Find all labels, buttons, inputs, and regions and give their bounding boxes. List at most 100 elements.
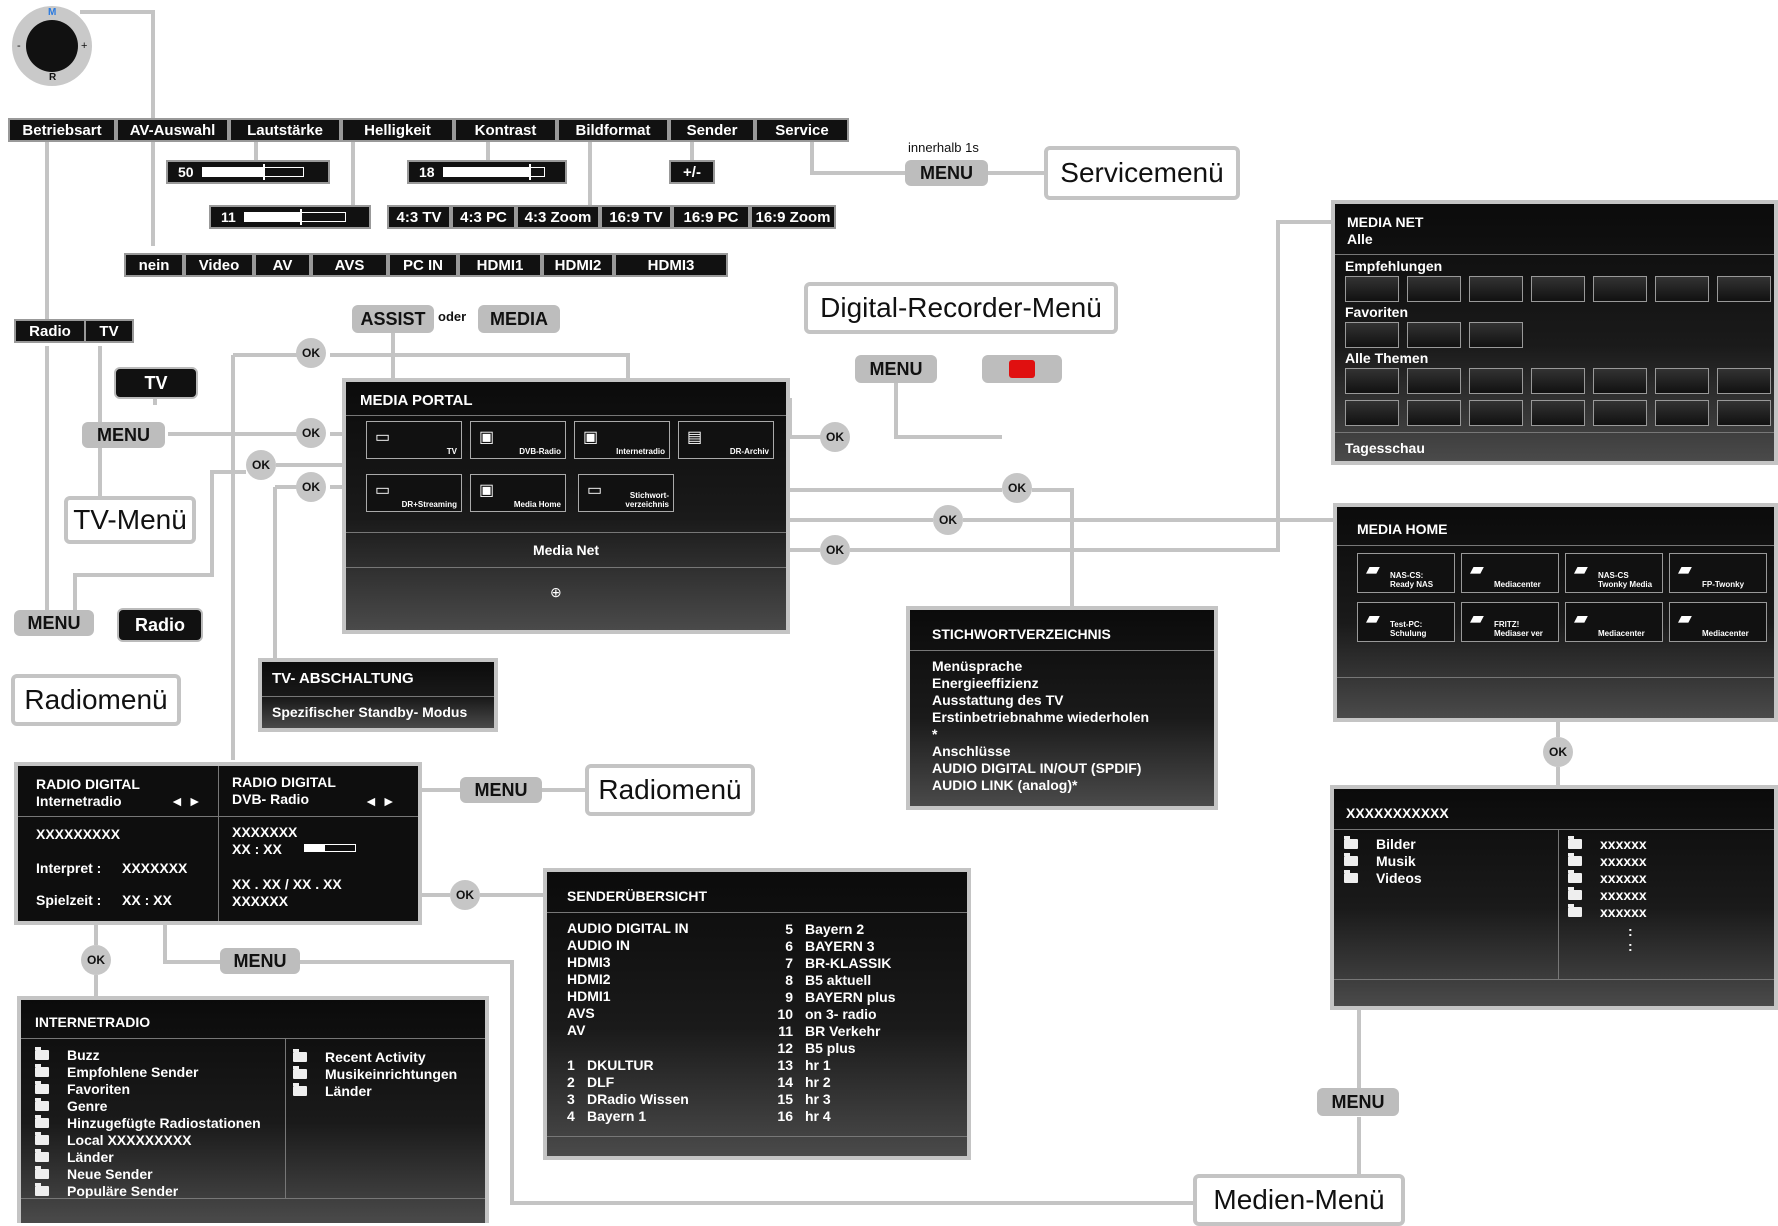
- sender-item[interactable]: HDMI3: [567, 954, 611, 970]
- media-button[interactable]: MEDIA: [478, 305, 560, 333]
- stichwort-item[interactable]: Energieeffizienz: [932, 675, 1039, 691]
- media-net-thumbnail[interactable]: [1345, 400, 1399, 426]
- media-net-thumbnail[interactable]: [1407, 276, 1461, 302]
- media-net-thumbnail[interactable]: [1407, 322, 1461, 348]
- stichwort-item[interactable]: Ausstattung des TV: [932, 692, 1064, 708]
- internetradio-item[interactable]: Hinzugefügte Radiostationen: [35, 1114, 261, 1131]
- func-betriebsart[interactable]: Betriebsart: [8, 118, 116, 142]
- media-list-item[interactable]: xxxxxx: [1568, 903, 1647, 920]
- media-net-thumbnail[interactable]: [1655, 276, 1709, 302]
- media-net-thumbnail[interactable]: [1717, 368, 1771, 394]
- media-net-thumbnail[interactable]: [1469, 400, 1523, 426]
- internetradio-item[interactable]: Recent Activity: [293, 1048, 457, 1065]
- av-avs[interactable]: AVS: [311, 253, 388, 277]
- media-list-item[interactable]: xxxxxx: [1568, 869, 1647, 886]
- sender-item[interactable]: AVS: [567, 1005, 595, 1021]
- av-av[interactable]: AV: [254, 253, 311, 277]
- media-net-thumbnail[interactable]: [1469, 322, 1523, 348]
- stichwort-item[interactable]: Erstinbetriebnahme wiederholen: [932, 709, 1150, 725]
- ok-button-assist[interactable]: OK: [296, 338, 326, 368]
- media-net-thumbnail[interactable]: [1717, 400, 1771, 426]
- media-home-tile-1[interactable]: ▰NAS-CS: Ready NAS: [1357, 553, 1455, 593]
- portal-tile-internetradio[interactable]: ▣Internetradio: [574, 421, 670, 459]
- internetradio-item[interactable]: Empfohlene Sender: [35, 1063, 261, 1080]
- portal-tile-tv[interactable]: ▭TV: [366, 421, 462, 459]
- media-home-tile-6[interactable]: ▰FRITZ! Mediaser ver: [1461, 602, 1559, 642]
- media-net-thumbnail[interactable]: [1531, 368, 1585, 394]
- betriebsart-tv[interactable]: TV: [84, 319, 134, 343]
- volume-slider[interactable]: 50: [166, 160, 330, 184]
- portal-tile-media-home[interactable]: ▣Media Home: [470, 474, 566, 512]
- func-helligkeit[interactable]: Helligkeit: [341, 118, 454, 142]
- media-net-thumbnail[interactable]: [1593, 400, 1647, 426]
- internetradio-item[interactable]: Musikeinrichtungen: [293, 1065, 457, 1082]
- av-video[interactable]: Video: [184, 253, 254, 277]
- senderuebersicht-menu-button[interactable]: MENU: [220, 948, 300, 974]
- radio-right-arrows[interactable]: ◄ ►: [364, 793, 396, 809]
- media-home-tile-8[interactable]: ▰Mediacenter: [1669, 602, 1767, 642]
- stichwort-item[interactable]: Menüsprache: [932, 658, 1023, 674]
- func-kontrast[interactable]: Kontrast: [454, 118, 557, 142]
- sender-item[interactable]: HDMI1: [567, 988, 611, 1004]
- media-net-thumbnail[interactable]: [1407, 400, 1461, 426]
- ok-button-stichwort[interactable]: OK: [1002, 473, 1032, 503]
- internetradio-item[interactable]: Länder: [293, 1082, 457, 1099]
- ok-button-senderuebersicht[interactable]: OK: [450, 880, 480, 910]
- stichwort-item[interactable]: AUDIO LINK (analog)*: [932, 777, 1078, 793]
- internetradio-item[interactable]: Länder: [35, 1148, 261, 1165]
- media-list-item[interactable]: xxxxxx: [1568, 835, 1647, 852]
- media-home-tile-3[interactable]: ▰NAS-CS Twonky Media: [1565, 553, 1663, 593]
- bildformat-4-3-tv[interactable]: 4:3 TV: [387, 205, 451, 229]
- av-hdmi3[interactable]: HDMI3: [614, 253, 728, 277]
- media-list-item[interactable]: Videos: [1344, 869, 1422, 886]
- media-net-thumbnail[interactable]: [1345, 276, 1399, 302]
- bildformat-16-9-tv[interactable]: 16:9 TV: [600, 205, 672, 229]
- media-net-footer[interactable]: Tagesschau: [1345, 440, 1425, 456]
- tv-abschaltung-item[interactable]: Spezifischer Standby- Modus: [272, 704, 468, 720]
- sender-item[interactable]: AV: [567, 1022, 586, 1038]
- portal-tile-dr-archiv[interactable]: ▤DR-Archiv: [678, 421, 774, 459]
- func-bildformat[interactable]: Bildformat: [557, 118, 669, 142]
- ok-button-radio[interactable]: OK: [246, 450, 276, 480]
- internetradio-item[interactable]: Populäre Sender: [35, 1182, 261, 1199]
- ok-button-tv-abschaltung[interactable]: OK: [296, 472, 326, 502]
- media-net-thumbnail[interactable]: [1531, 400, 1585, 426]
- ok-button-tv[interactable]: OK: [296, 418, 326, 448]
- media-net-thumbnail[interactable]: [1717, 276, 1771, 302]
- media-home-tile-4[interactable]: ▰FP-Twonky: [1669, 553, 1767, 593]
- sender-plus-minus[interactable]: +/-: [669, 160, 715, 184]
- radio-key[interactable]: Radio: [117, 608, 203, 642]
- media-net-thumbnail[interactable]: [1469, 276, 1523, 302]
- media-net-thumbnail[interactable]: [1655, 400, 1709, 426]
- internetradio-item[interactable]: Neue Sender: [35, 1165, 261, 1182]
- stichwort-item[interactable]: Anschlüsse: [932, 743, 1011, 759]
- media-list-item[interactable]: Musik: [1344, 852, 1422, 869]
- av-hdmi1[interactable]: HDMI1: [458, 253, 542, 277]
- internetradio-item[interactable]: Buzz: [35, 1046, 261, 1063]
- radio-menu-button[interactable]: MENU: [14, 610, 94, 636]
- bildformat-4-3-pc[interactable]: 4:3 PC: [451, 205, 516, 229]
- media-home-tile-2[interactable]: ▰Mediacenter: [1461, 553, 1559, 593]
- ok-button-media-home-list[interactable]: OK: [1543, 737, 1573, 767]
- media-net-thumbnail[interactable]: [1469, 368, 1523, 394]
- ok-button-media-home[interactable]: OK: [933, 505, 963, 535]
- ok-button-internetradio[interactable]: OK: [81, 945, 111, 975]
- radio-left-arrows[interactable]: ◄ ►: [170, 793, 202, 809]
- internetradio-item[interactable]: Favoriten: [35, 1080, 261, 1097]
- medien-menu-button[interactable]: MENU: [1317, 1088, 1399, 1116]
- radiomenu-menu-button[interactable]: MENU: [460, 777, 542, 803]
- av-pc-in[interactable]: PC IN: [388, 253, 458, 277]
- media-net-thumbnail[interactable]: [1345, 368, 1399, 394]
- media-net-thumbnail[interactable]: [1593, 368, 1647, 394]
